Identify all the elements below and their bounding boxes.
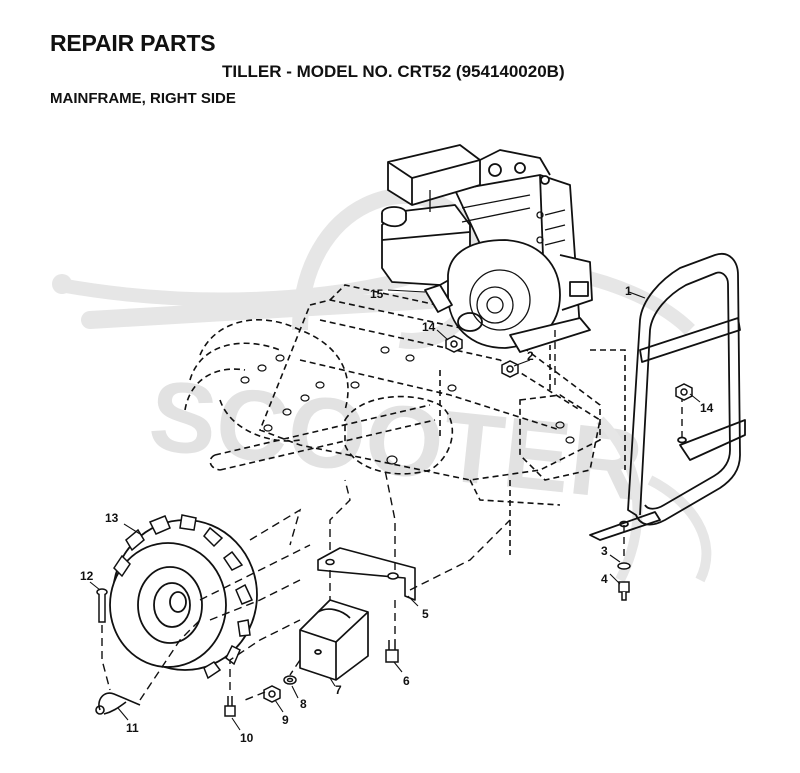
callout-2: 2 (527, 349, 534, 363)
engine-mount-nuts (445, 335, 693, 601)
bumper-frame-part-1 (589, 252, 746, 541)
weight-part-7 (299, 599, 369, 681)
bumper-guides (554, 330, 683, 560)
engine-details (429, 190, 566, 331)
callout-4: 4 (601, 572, 608, 586)
callout-15: 15 (370, 287, 384, 301)
callout-labels: 1 2 3 4 5 6 7 8 9 10 11 12 13 14 14 15 (80, 284, 714, 745)
callout-14-left: 14 (422, 320, 436, 334)
bolt-part-6 (385, 640, 399, 663)
pin-part-12 (96, 588, 108, 623)
callout-9: 9 (282, 713, 289, 727)
tire-treads (113, 514, 254, 680)
explode-lines (101, 469, 511, 701)
callout-10: 10 (240, 731, 254, 745)
callout-3: 3 (601, 544, 608, 558)
page-title: REPAIR PARTS (50, 30, 216, 56)
callout-6: 6 (403, 674, 410, 688)
hairpin-part-11 (95, 692, 141, 715)
hardware-8-9-10 (224, 675, 297, 717)
callout-13: 13 (105, 511, 119, 525)
callout-5: 5 (422, 607, 429, 621)
callout-8: 8 (300, 697, 307, 711)
bracket-part-5 (317, 547, 416, 601)
callout-1: 1 (625, 284, 632, 298)
callout-7: 7 (335, 683, 342, 697)
mainframe-bolts (240, 346, 575, 465)
callout-14-right: 14 (700, 401, 714, 415)
model-subtitle: TILLER - MODEL NO. CRT52 (954140020B) (222, 62, 565, 81)
callout-12: 12 (80, 569, 94, 583)
section-title: MAINFRAME, RIGHT SIDE (50, 90, 236, 107)
leader-lines (89, 289, 701, 731)
callout-11: 11 (126, 721, 139, 735)
engine-assembly (381, 144, 593, 353)
